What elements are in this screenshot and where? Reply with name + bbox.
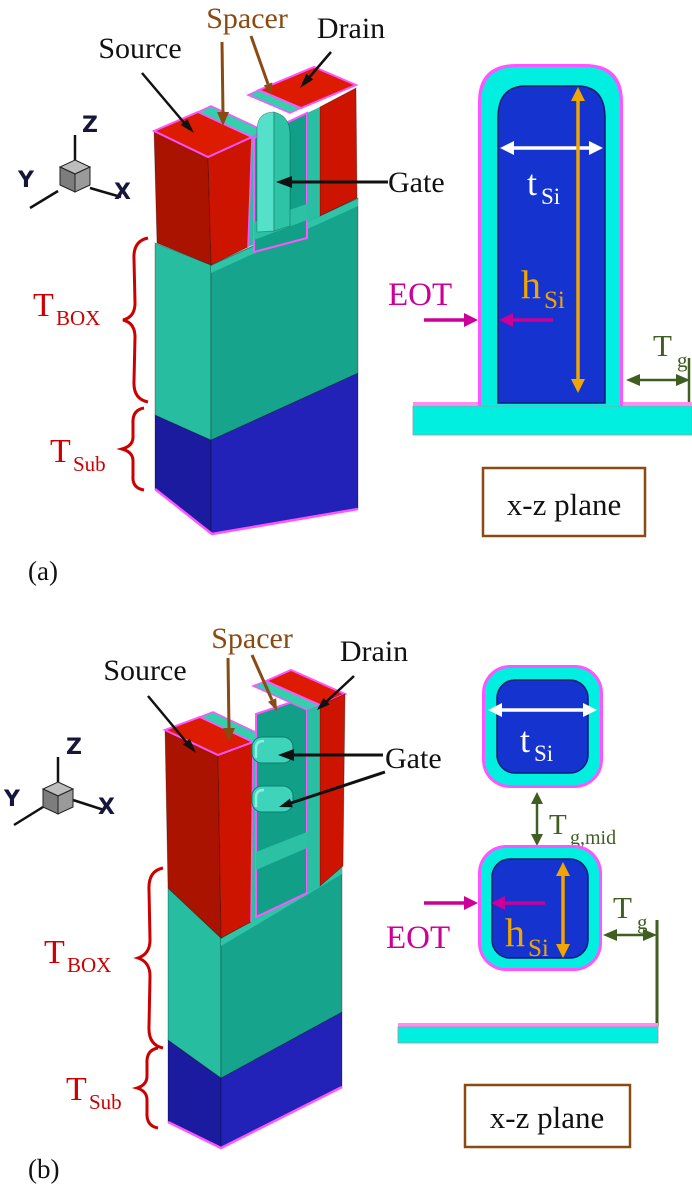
tsub-label: T xyxy=(66,1071,87,1108)
tgmid-sub: g,mid xyxy=(570,827,616,849)
finfet-3d-structure xyxy=(151,65,359,536)
substrate-block xyxy=(167,1011,343,1150)
tg-dimension: T g xyxy=(603,890,659,1027)
plane-label: x-z plane xyxy=(490,1100,604,1135)
tsi-sub: Si xyxy=(541,184,560,209)
gate-arrow xyxy=(276,176,388,188)
drain-block xyxy=(251,668,348,893)
drain-label: Drain xyxy=(317,12,385,45)
drain-arrow xyxy=(300,51,332,88)
panel-b: Z Y X Spacer Drain Source Gate xyxy=(3,622,659,1184)
hsi-dimension: h Si xyxy=(505,862,570,962)
tbox-brace xyxy=(122,236,149,404)
drain-block xyxy=(246,65,359,222)
gate-arrow-top xyxy=(278,749,383,761)
axis-y-label: Y xyxy=(3,787,21,812)
axis-x-label: X xyxy=(98,795,115,820)
spacer-label: Spacer xyxy=(211,622,293,655)
tsub-label: T xyxy=(50,433,71,470)
gate-fin xyxy=(256,111,291,233)
hsi-dimension: h Si xyxy=(521,87,585,393)
drain-spacer-side xyxy=(307,705,320,893)
drain-label: Drain xyxy=(340,635,408,668)
tsi-sub: Si xyxy=(534,741,553,766)
plane-box-b: x-z plane xyxy=(463,1083,632,1149)
tg-sub: g xyxy=(637,910,648,934)
tsub-sub: Sub xyxy=(73,452,106,476)
panel-b-label: (b) xyxy=(28,1154,59,1184)
cross-section-a: t Si h Si EOT T g xyxy=(388,64,692,538)
hsi-label: h xyxy=(521,262,541,307)
axis-x-label: X xyxy=(114,180,131,205)
tsi-dimension: t Si xyxy=(500,141,603,209)
nanowire-top-cross-section xyxy=(482,665,603,788)
tbox-sub: BOX xyxy=(56,306,100,330)
axis-z-label: Z xyxy=(82,113,98,138)
spacer-arrow xyxy=(217,35,273,126)
annotations-a: Spacer Drain Source Gate xyxy=(98,2,444,199)
tsi-label: t xyxy=(520,720,530,760)
tbox-brace xyxy=(133,866,164,1050)
cross-section-b: t Si T g,mid EOT xyxy=(386,665,659,1149)
substrate-bottom-outline xyxy=(167,1085,343,1150)
tsi-label: t xyxy=(527,163,537,203)
source-block xyxy=(151,105,267,266)
gate-arrow-bottom xyxy=(279,770,386,808)
hsi-sub: Si xyxy=(528,935,549,962)
source-arrow xyxy=(147,695,196,753)
hsi-label: h xyxy=(505,910,525,955)
eot-label: EOT xyxy=(388,277,452,313)
spacer-label: Spacer xyxy=(206,2,288,35)
eot-dimension: EOT xyxy=(388,277,553,327)
gate-label: Gate xyxy=(388,166,445,199)
panel-a: Z Y X Spacer Drain Source Gate xyxy=(17,2,692,586)
gate-label: Gate xyxy=(385,742,442,775)
spacer-arrow xyxy=(223,654,277,742)
tsub-brace xyxy=(116,406,145,492)
source-label: Source xyxy=(98,32,181,65)
axes-triad-icon: Z Y X xyxy=(3,735,115,827)
tbox-label: T xyxy=(44,934,65,971)
nanowire-3d-structure xyxy=(162,668,348,1150)
silicon-fin xyxy=(497,85,606,404)
axis-z-label: Z xyxy=(66,735,82,760)
tg-dimension: T g xyxy=(626,328,691,402)
tbox-sub: BOX xyxy=(67,953,111,977)
tgmid-dimension: T g,mid xyxy=(531,792,616,849)
tsub-brace xyxy=(131,1046,159,1130)
gate-nanowire-bottom xyxy=(251,785,294,813)
tg-label: T xyxy=(613,890,632,925)
tsub-dimension: T Sub xyxy=(66,1046,159,1130)
gate-nanowire-top xyxy=(251,736,294,764)
gate-slab xyxy=(412,405,692,436)
panel-a-label: (a) xyxy=(28,556,58,586)
tbox-label: T xyxy=(33,287,54,324)
eot-dimension: EOT xyxy=(386,896,545,956)
plane-label: x-z plane xyxy=(507,487,621,522)
annotations-b: Spacer Drain Source Gate xyxy=(103,622,442,808)
gate-slab xyxy=(397,1026,659,1044)
eot-label: EOT xyxy=(386,920,450,956)
tsub-sub: Sub xyxy=(89,1090,122,1114)
source-label: Source xyxy=(103,654,186,687)
fin-cross-section xyxy=(478,64,623,406)
tsi-dimension: t Si xyxy=(488,703,597,766)
tbox-dimension: T BOX xyxy=(33,236,149,404)
tgmid-label: T xyxy=(549,809,567,841)
drain-arrow xyxy=(317,675,355,710)
substrate-block xyxy=(154,372,359,536)
drain-spacer-side xyxy=(307,107,320,222)
slab-outline xyxy=(398,1023,658,1027)
axis-y-label: Y xyxy=(17,168,35,193)
tsub-dimension: T Sub xyxy=(50,406,145,492)
tbox-dimension: T BOX xyxy=(44,866,164,1050)
tg-sub: g xyxy=(677,348,688,372)
substrate-bottom-outline xyxy=(154,488,359,536)
source-arrow xyxy=(141,72,194,133)
plane-box-a: x-z plane xyxy=(481,466,647,538)
axes-triad-icon: Z Y X xyxy=(17,113,131,210)
tg-label: T xyxy=(653,328,672,363)
hsi-sub: Si xyxy=(544,287,565,314)
